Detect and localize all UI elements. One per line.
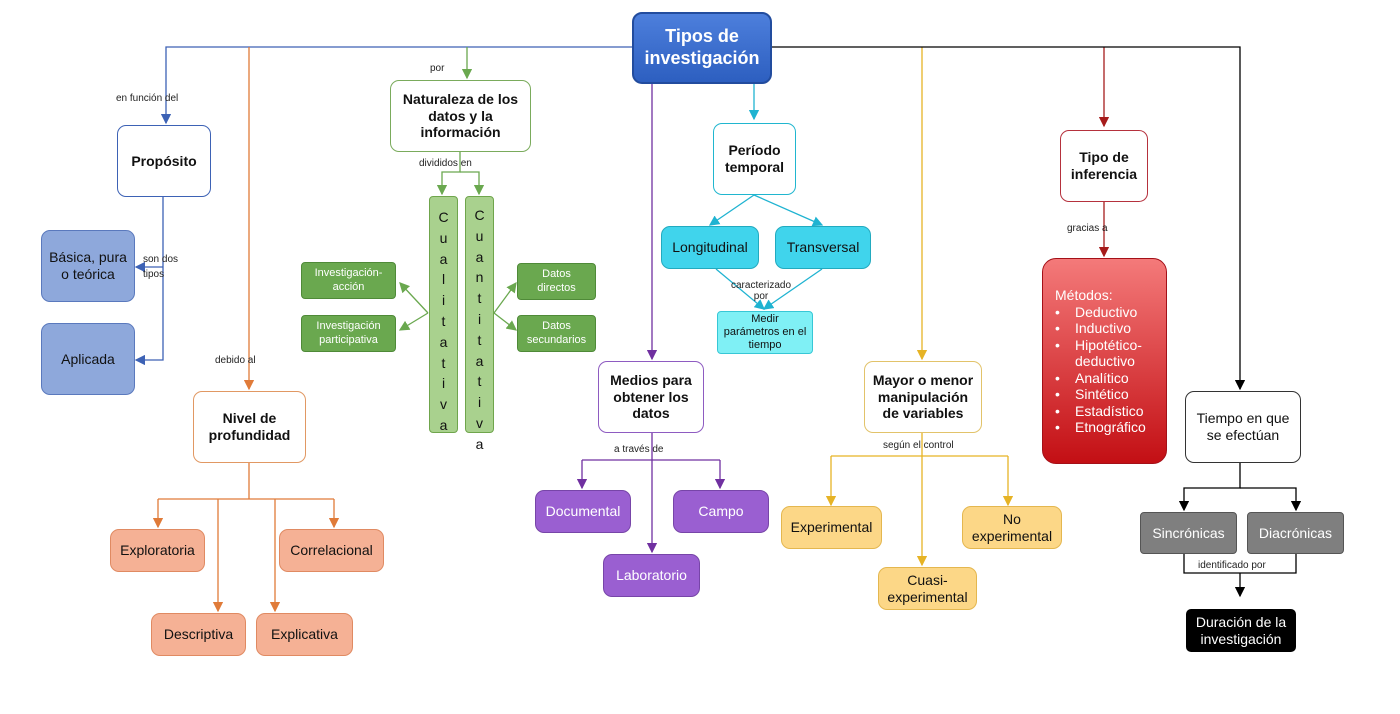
- connector-proposito: [134, 46, 632, 366]
- node-sincronicas: Sincrónicas: [1140, 512, 1237, 554]
- cuantitativa-letter: a: [475, 248, 484, 265]
- cualitativa-letter: a: [439, 416, 448, 433]
- cuantitativa-letter: v: [476, 414, 483, 431]
- node-experimental: Experimental: [781, 506, 882, 549]
- method-item: Inductivo: [1055, 320, 1154, 337]
- cualitativa-letter: l: [441, 271, 446, 288]
- cuantitativa-letter: a: [475, 352, 484, 369]
- root-node: Tipos de investigación: [632, 12, 772, 84]
- node-no-experimental: No experimental: [962, 506, 1062, 549]
- cuantitativa-letter: t: [477, 373, 482, 390]
- node-periodo: Período temporal: [713, 123, 796, 195]
- cualitativa-letter: v: [440, 396, 447, 413]
- node-cuasi-experimental: Cuasi-experimental: [878, 567, 977, 610]
- cuantitativa-letter: C: [474, 207, 485, 223]
- cuantitativa-letter: t: [477, 331, 482, 348]
- label-identificado-por: identificado por: [1198, 560, 1266, 571]
- cualitativa-letter: i: [441, 292, 446, 309]
- cuantitativa-letter: t: [477, 290, 482, 307]
- cuantitativa-letter: n: [475, 269, 484, 286]
- connector-medios: [576, 84, 726, 554]
- cuantitativa-letter: i: [477, 394, 482, 411]
- connector-periodo: [708, 84, 824, 310]
- cualitativa-letter: t: [441, 312, 446, 329]
- cuantitativa-letter: i: [477, 310, 482, 327]
- node-longitudinal: Longitudinal: [661, 226, 759, 269]
- cuantitativa-letter: a: [475, 435, 484, 452]
- method-item: Analítico: [1055, 370, 1154, 387]
- node-datos-directos: Datos directos: [517, 263, 596, 300]
- method-item: Sintético: [1055, 386, 1154, 403]
- node-investigacion-participativa: Investigación participativa: [301, 315, 396, 352]
- node-manipulacion: Mayor o menor manipulación de variables: [864, 361, 982, 433]
- node-campo: Campo: [673, 490, 769, 533]
- label-gracias-a: gracias a: [1067, 223, 1108, 234]
- node-duracion: Duración de la investigación: [1186, 609, 1296, 652]
- label-son-dos-tipos: son dos tipos: [143, 254, 179, 280]
- method-item: Hipotético-deductivo: [1055, 337, 1154, 370]
- label-debido-al: debido al: [215, 355, 256, 366]
- metodos-list: Métodos: DeductivoInductivoHipotético-de…: [1055, 287, 1154, 436]
- connector-tiempo: [772, 46, 1302, 598]
- node-aplicada: Aplicada: [41, 323, 135, 395]
- node-proposito: Propósito: [117, 125, 211, 197]
- cualitativa-letter: a: [439, 250, 448, 267]
- node-medir-parametros: Medir parámetros en el tiempo: [717, 311, 813, 354]
- metodos-title: Métodos:: [1055, 287, 1113, 303]
- node-medios: Medios para obtener los datos: [598, 361, 704, 433]
- cualitativa-letter: t: [441, 354, 446, 371]
- node-transversal: Transversal: [775, 226, 871, 269]
- node-metodos: Métodos: DeductivoInductivoHipotético-de…: [1042, 258, 1167, 464]
- label-por: por: [430, 63, 445, 74]
- methods-items: DeductivoInductivoHipotético-deductivoAn…: [1055, 304, 1154, 436]
- node-explicativa: Explicativa: [256, 613, 353, 656]
- node-nivel-profundidad: Nivel de profundidad: [193, 391, 306, 463]
- node-diacronicas: Diacrónicas: [1247, 512, 1344, 554]
- label-a-traves-de: a través de: [614, 444, 664, 455]
- cuantitativa-letter: u: [475, 227, 484, 244]
- cualitativa-letter: u: [439, 229, 448, 246]
- connector-naturaleza: [398, 47, 518, 331]
- label-segun-el-control: según el control: [883, 440, 954, 451]
- connector-manipulacion: [825, 47, 1014, 567]
- label-caracterizado-por: caracterizado por: [730, 280, 792, 302]
- label-divididos-en: divididos en: [419, 158, 472, 169]
- node-investigacion-accion: Investigación-acción: [301, 262, 396, 299]
- cualitativa-letter: C: [438, 209, 449, 225]
- method-item: Deductivo: [1055, 304, 1154, 321]
- cualitativa-letter: a: [439, 333, 448, 350]
- node-laboratorio: Laboratorio: [603, 554, 700, 597]
- node-descriptiva: Descriptiva: [151, 613, 246, 656]
- method-item: Estadístico: [1055, 403, 1154, 420]
- node-basica: Básica, pura o teórica: [41, 230, 135, 302]
- connector-profundidad: [152, 47, 340, 613]
- node-datos-secundarios: Datos secundarios: [517, 315, 596, 352]
- node-naturaleza: Naturaleza de los datos y la información: [390, 80, 531, 152]
- node-tipo-inferencia: Tipo de inferencia: [1060, 130, 1148, 202]
- node-tiempo-efectuan: Tiempo en que se efectúan: [1185, 391, 1301, 463]
- cualitativa-letter: i: [441, 375, 446, 392]
- label-en-funcion-del: en función del: [116, 93, 179, 104]
- node-exploratoria: Exploratoria: [110, 529, 205, 572]
- node-documental: Documental: [535, 490, 631, 533]
- method-item: Etnográfico: [1055, 419, 1154, 436]
- node-correlacional: Correlacional: [279, 529, 384, 572]
